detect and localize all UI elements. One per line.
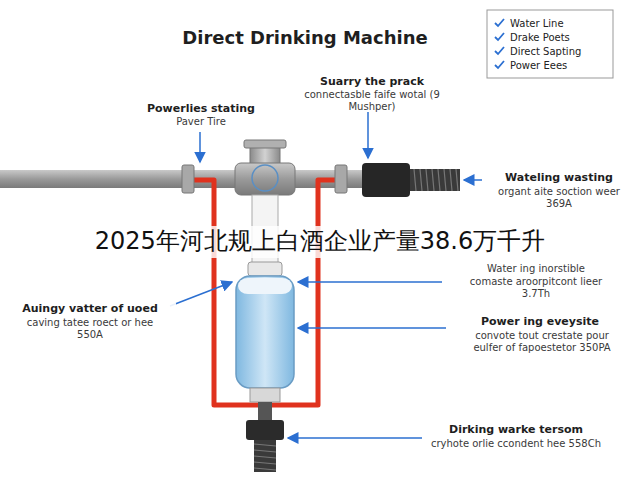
callout-text: convote tout crestate pour eulfer of fap… [462,330,622,353]
thread-line [414,169,416,191]
callout-text: Water ing inorstible [446,263,626,275]
cross-center [252,165,278,191]
callout-text: comaste aroorpitcont lieer 3.7Th [458,276,614,299]
thread-line [426,169,428,191]
thread-line [254,456,276,458]
pipe-collar [335,165,347,193]
callout-heading: Powerlies stating [130,103,272,116]
legend-box [487,10,613,78]
legend-check [495,47,504,54]
thread-line [444,169,446,191]
leader-line [298,281,442,283]
legend-check [495,33,504,40]
legend-text: Power Eees [510,60,567,71]
cross-cap [244,140,286,148]
thread-line [450,169,452,191]
thread-line [456,169,458,191]
legend-text: Drake Poets [510,32,570,43]
thread-line [420,169,422,191]
thread-line [438,169,440,191]
overlay-caption: 2025年河北规上白酒企业产量38.6万千升 [12,226,628,258]
cylinder-empty-top [238,278,292,294]
right-connector [362,163,410,197]
leader-line [199,132,201,162]
callout-text: caving tatee roect or hee 550A [18,317,162,340]
callout-heading: Auingy vatter of uoed [4,303,176,316]
thread-line [432,169,434,191]
callout-heading: Power ing eveysite [450,316,630,329]
water-cylinder [236,276,294,388]
leader-line [367,112,369,158]
legend-check [495,19,504,26]
filter-neck [248,262,282,276]
callout-heading: Wateling wasting [486,172,632,185]
callout-heading: Dirking warke tersom [426,424,606,437]
leader-line [464,179,482,181]
cylinder-base [250,388,280,402]
callout-text: connectasble faife wotal (9 Mushper) [282,89,462,112]
callout-text: organt aite soction weer 369A [494,186,624,209]
thread-line [254,450,276,452]
leader-line [170,282,232,306]
legend-text: Water Line [510,18,564,29]
bottom-connector [246,420,284,440]
power-line [185,180,345,405]
bottom-link [258,402,272,420]
callout-heading: Suarry the prack [282,76,462,89]
callout-text: cryhote orlie ccondent hee 558Ch [430,438,602,450]
legend-check [495,61,504,68]
leader-line [288,437,422,439]
pipe-collar [182,165,194,193]
thread-line [254,444,276,446]
right-thread [410,169,460,191]
legend-text: Direct Sapting [510,46,581,57]
leader-line [298,327,446,329]
thread-line [254,462,276,464]
bottom-thread [254,440,276,472]
cross-body [235,163,295,195]
thread-line [254,468,276,470]
legend-checks [495,19,504,68]
callout-text: Paver Tire [130,116,272,128]
